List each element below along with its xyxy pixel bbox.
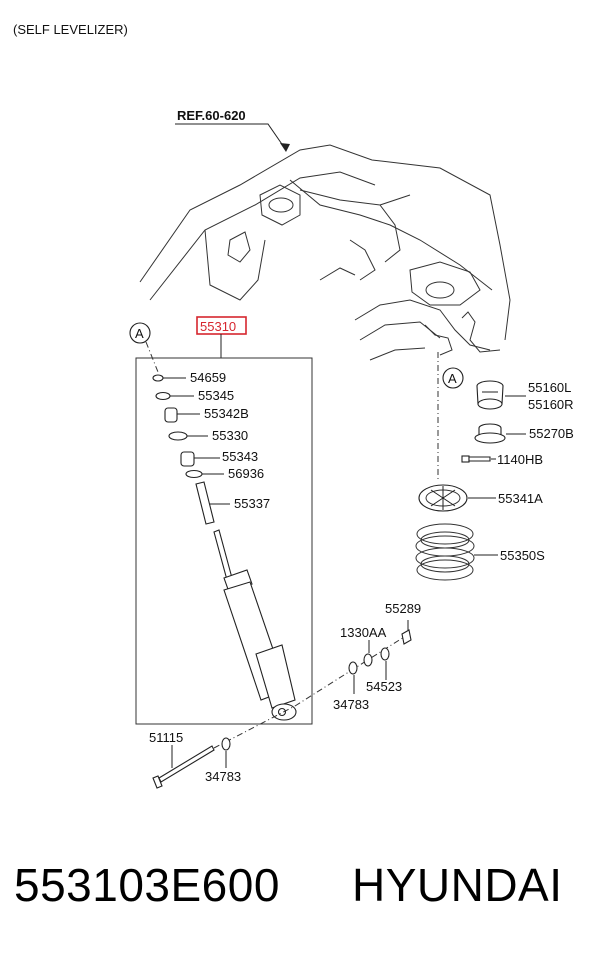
callout-54523[interactable]: 54523 bbox=[366, 679, 402, 694]
section-marker-left[interactable] bbox=[129, 322, 151, 344]
washer-55330[interactable] bbox=[168, 431, 188, 441]
callout-55337[interactable]: 55337 bbox=[234, 496, 270, 511]
shock-assembly-frame bbox=[135, 357, 313, 725]
footer: 553103E600 HYUNDAI bbox=[0, 858, 600, 938]
nut-55289[interactable] bbox=[401, 629, 412, 645]
callout-55270b[interactable]: 55270B bbox=[529, 426, 574, 441]
callout-55289[interactable]: 55289 bbox=[385, 601, 421, 616]
callout-34783a[interactable]: 34783 bbox=[333, 697, 369, 712]
washer-34783a[interactable] bbox=[348, 661, 358, 675]
callout-55345[interactable]: 55345 bbox=[198, 388, 234, 403]
bolt-1140hb[interactable] bbox=[461, 455, 491, 463]
washer-1330aa[interactable] bbox=[380, 647, 390, 661]
ref-arrowhead bbox=[280, 143, 290, 152]
washer-34783b[interactable] bbox=[221, 737, 231, 751]
vehicle-frame-drawing bbox=[139, 144, 511, 361]
callout-1140hb[interactable]: 1140HB bbox=[497, 452, 543, 467]
highlighted-part-label[interactable]: 55310 bbox=[200, 319, 236, 334]
callout-55342b[interactable]: 55342B bbox=[204, 406, 249, 421]
part-number: 553103E600 bbox=[14, 859, 280, 911]
ref-label[interactable]: REF.60-620 bbox=[177, 108, 246, 123]
callout-55341a[interactable]: 55341A bbox=[498, 491, 543, 506]
section-left-dashline bbox=[145, 341, 159, 373]
washer-56936[interactable] bbox=[185, 469, 203, 479]
section-marker-left-label: A bbox=[135, 326, 144, 341]
spring-pad-55341a[interactable] bbox=[418, 484, 468, 512]
callout-54659[interactable]: 54659 bbox=[190, 370, 226, 385]
callout-56936[interactable]: 56936 bbox=[228, 466, 264, 481]
section-marker-right[interactable] bbox=[442, 367, 464, 389]
spring-seat-55270b[interactable] bbox=[474, 423, 506, 444]
coil-spring-55350s[interactable] bbox=[415, 523, 475, 581]
callout-55350s[interactable]: 55350S bbox=[500, 548, 545, 563]
brand-name: HYUNDAI bbox=[352, 859, 563, 911]
washer-54523[interactable] bbox=[363, 653, 373, 667]
boot-55337[interactable] bbox=[195, 481, 215, 525]
callout-1330aa[interactable]: 1330AA bbox=[340, 625, 387, 640]
callout-55330[interactable]: 55330 bbox=[212, 428, 248, 443]
section-marker-right-label: A bbox=[448, 371, 457, 386]
washer-55345[interactable] bbox=[155, 391, 171, 401]
exploded-parts-diagram: (SELF LEVELIZER) REF.60-620 A A 55310 bbox=[13, 22, 574, 789]
lower-hardware bbox=[348, 629, 412, 675]
callout-55343[interactable]: 55343 bbox=[222, 449, 258, 464]
diagram-title: (SELF LEVELIZER) bbox=[13, 22, 128, 37]
shock-absorber[interactable] bbox=[213, 529, 297, 721]
bump-stop-55160[interactable] bbox=[476, 380, 504, 410]
callout-55160l[interactable]: 55160L bbox=[528, 380, 571, 395]
ref-leader-line bbox=[175, 123, 287, 151]
bolt-51115[interactable] bbox=[152, 745, 215, 789]
callout-34783b[interactable]: 34783 bbox=[205, 769, 241, 784]
stack-leaders bbox=[163, 377, 230, 505]
bushing-55342b[interactable] bbox=[164, 407, 178, 423]
bushing-55343[interactable] bbox=[180, 451, 195, 467]
callout-51115[interactable]: 51115 bbox=[149, 730, 183, 745]
callout-55160r[interactable]: 55160R bbox=[528, 397, 574, 412]
nut-54659[interactable] bbox=[152, 374, 164, 382]
